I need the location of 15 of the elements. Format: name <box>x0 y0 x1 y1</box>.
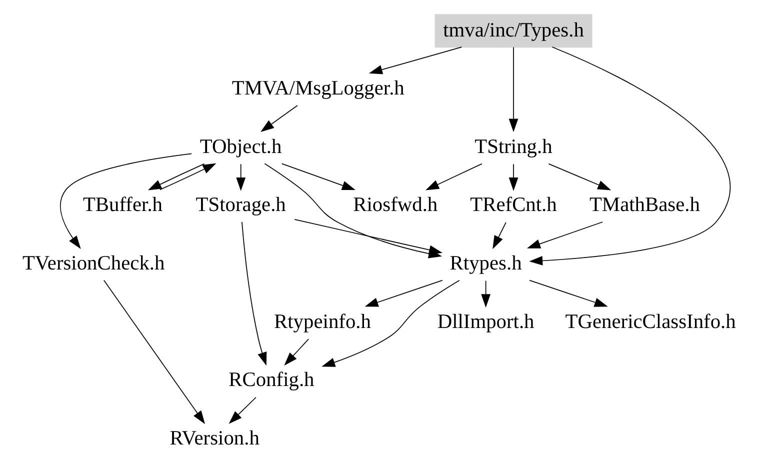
node-text: TObject.h <box>199 135 282 158</box>
node-text: TMVA/MsgLogger.h <box>231 77 404 100</box>
node-text: TStorage.h <box>195 194 286 216</box>
node-text: RConfig.h <box>228 368 314 391</box>
node-text: TVersionCheck.h <box>22 252 164 274</box>
node-text: TBuffer.h <box>82 194 162 216</box>
node-text: Rtypes.h <box>449 252 522 274</box>
node-text: TMathBase.h <box>588 194 700 216</box>
node-text: Rtypeinfo.h <box>274 310 370 332</box>
node-text: RVersion.h <box>169 427 259 450</box>
node-text: DllImport.h <box>436 310 534 332</box>
node-text: TString.h <box>474 135 552 158</box>
node-text: TGenericClassInfo.h <box>564 310 736 332</box>
node-text: Riosfwd.h <box>352 194 438 216</box>
node-text: TRefCnt.h <box>470 194 556 216</box>
